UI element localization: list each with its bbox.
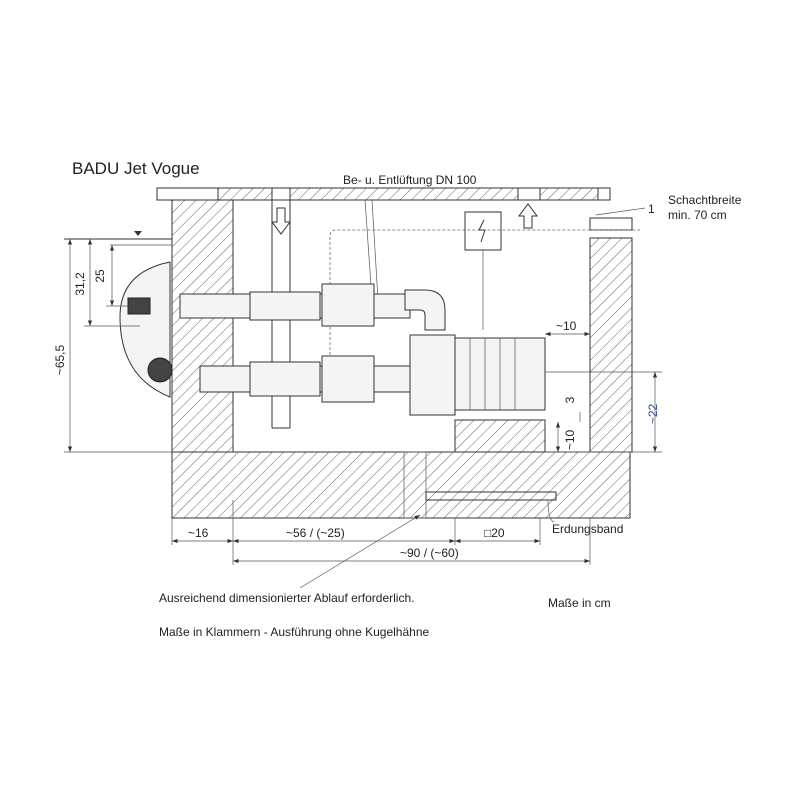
dimension-right bbox=[545, 331, 662, 453]
dimension-left bbox=[64, 239, 172, 453]
units-note: Maße in cm bbox=[548, 596, 611, 610]
marker-1: 1 bbox=[648, 202, 655, 216]
diagram-title: BADU Jet Vogue bbox=[72, 159, 200, 178]
right-wall bbox=[589, 237, 633, 453]
dim-16: ~16 bbox=[188, 526, 209, 540]
dim-3: 3 bbox=[563, 396, 577, 403]
grounding-band bbox=[425, 491, 557, 501]
dim-10-top: ~10 bbox=[556, 319, 577, 333]
shaft-width-label: Schachtbreite bbox=[668, 193, 742, 207]
brackets-note: Maße in Klammern - Ausführung ohne Kugel… bbox=[159, 625, 429, 639]
electrical-box bbox=[464, 211, 502, 251]
pump-housing bbox=[409, 334, 456, 416]
dim-31-2: 31,2 bbox=[73, 272, 87, 296]
dim-10-side: ~10 bbox=[563, 429, 577, 450]
dim-56: ~56 / (~25) bbox=[286, 526, 345, 540]
grounding-label: Erdungsband bbox=[552, 522, 623, 536]
arrow-down-icon bbox=[271, 207, 291, 235]
arrow-up-icon bbox=[518, 203, 538, 229]
drain-note: Ausreichend dimensionierter Ablauf erfor… bbox=[159, 591, 414, 605]
drain-pointer bbox=[299, 514, 421, 589]
top-slab bbox=[156, 187, 611, 201]
dim-22: ~22 bbox=[646, 403, 660, 424]
dimension-bottom bbox=[171, 500, 591, 565]
dim-65-5: ~65,5 bbox=[53, 344, 67, 375]
floor-slab bbox=[171, 451, 631, 519]
dim-90: ~90 / (~60) bbox=[400, 546, 459, 560]
lightning-icon bbox=[478, 219, 486, 243]
left-wall bbox=[171, 199, 234, 453]
lower-pipe bbox=[199, 355, 411, 403]
water-level bbox=[64, 231, 172, 246]
dim-20: □20 bbox=[484, 526, 505, 540]
ventilation-label: Be- u. Entlüftung DN 100 bbox=[343, 173, 477, 187]
dim-25: 25 bbox=[93, 269, 107, 283]
pump-pedestal bbox=[454, 419, 546, 453]
upper-pipe bbox=[179, 283, 446, 331]
shaft-width-min: min. 70 cm bbox=[668, 208, 727, 222]
